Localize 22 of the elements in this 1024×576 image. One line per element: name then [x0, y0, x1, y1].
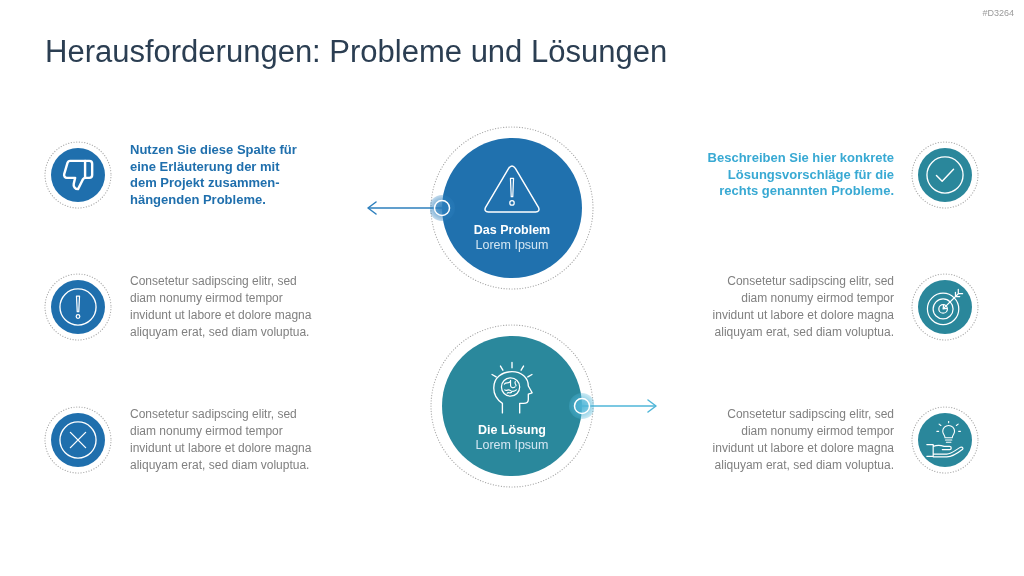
- arrow: [573, 397, 657, 415]
- circle-subtitle: Lorem Ipsum: [475, 237, 549, 253]
- circle-title: Das Problem: [473, 222, 551, 238]
- icon-circle: [44, 406, 112, 474]
- arrow: [367, 199, 451, 217]
- topic-circle: [430, 126, 594, 290]
- icon-circle: [44, 141, 112, 209]
- description-text: Consetetur sadipscing elitr, sed diam nonumy eirmod tempor invidunt ut labore et dolore magna aliquyam erat, sed diam voluptua.: [130, 406, 313, 474]
- intro-text: Beschreiben Sie hier konkrete Lösungsvorschläge für die rechts genannten Probleme.: [706, 150, 894, 200]
- description-text: Consetetur sadipscing elitr, sed diam nonumy eirmod tempor invidunt ut labore et dolore magna aliquyam erat, sed diam voluptua.: [711, 273, 894, 341]
- icon-circle: [44, 273, 112, 341]
- reference-code: #D3264: [982, 8, 1014, 19]
- description-text: Consetetur sadipscing elitr, sed diam nonumy eirmod tempor invidunt ut labore et dolore magna aliquyam erat, sed diam voluptua.: [711, 406, 894, 474]
- topic-circle: [430, 324, 594, 488]
- icon-circle: [911, 406, 979, 474]
- intro-text: Nutzen Sie diese Spalte für eine Erläuterung der mit dem Projekt zusammen-hängenden Probleme.: [130, 142, 298, 208]
- slide-title: Herausforderungen: Probleme und Lösungen: [45, 33, 668, 71]
- circle-title: Die Lösung: [477, 422, 546, 438]
- description-text: Consetetur sadipscing elitr, sed diam nonumy eirmod tempor invidunt ut labore et dolore magna aliquyam erat, sed diam voluptua.: [130, 273, 313, 341]
- icon-circle: [911, 141, 979, 209]
- circle-subtitle: Lorem Ipsum: [475, 437, 549, 453]
- icon-circle: [911, 273, 979, 341]
